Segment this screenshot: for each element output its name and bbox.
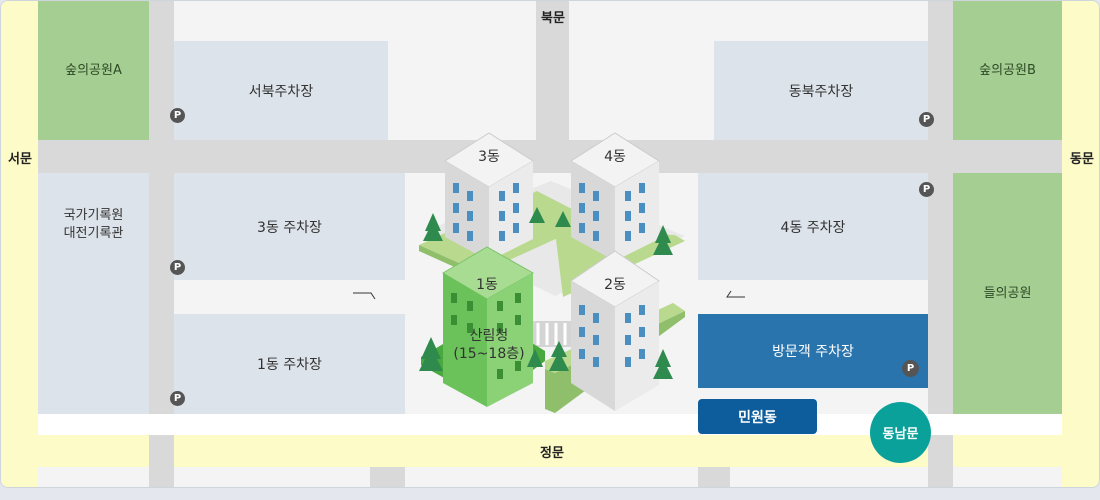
building-4-label: 4동 bbox=[604, 149, 626, 165]
civil-building-label: 민원동 bbox=[738, 409, 777, 426]
parking-bldg3-label: 3동 주차장 bbox=[257, 219, 322, 236]
parking-icon-letter: P bbox=[173, 393, 182, 404]
park-forest-b[interactable]: 숲의공원B bbox=[953, 1, 1062, 140]
road-south-stub-2 bbox=[698, 467, 730, 487]
parking-northwest-label: 서북주차장 bbox=[248, 83, 314, 100]
building-1-label: 1동 bbox=[476, 277, 498, 293]
parking-bldg1-label: 1동 주차장 bbox=[257, 357, 322, 373]
gate-north[interactable]: 북문 bbox=[541, 11, 565, 26]
building-complex bbox=[419, 132, 685, 413]
parking-northwest[interactable]: 서북주차장 bbox=[174, 41, 388, 140]
park-field-label: 들의공원 bbox=[983, 285, 1032, 301]
civil-building-button[interactable]: 민원동 bbox=[698, 399, 817, 434]
parking-bldg3[interactable]: 3동 주차장 bbox=[174, 173, 405, 280]
parking-northeast[interactable]: 동북주차장 bbox=[714, 41, 928, 140]
park-field[interactable]: 들의공원 bbox=[953, 173, 1062, 414]
building-2-label: 2동 bbox=[604, 277, 626, 293]
park-forest-b-label: 숲의공원B bbox=[979, 62, 1036, 78]
entry-arrow-icon bbox=[353, 292, 376, 300]
parking-icon: P bbox=[919, 182, 934, 197]
tree-icon bbox=[419, 207, 673, 379]
parking-icon-letter: P bbox=[173, 262, 182, 273]
road-vertical-east bbox=[928, 1, 953, 487]
parking-bldg4-label: 4동 주차장 bbox=[780, 219, 846, 236]
campus-map: 숲의공원A 숲의공원B 들의공원 국가기록원 대전기록관 서북주차장 동북주차장… bbox=[0, 0, 1100, 488]
national-archive-label: 국가기록원 대전기록관 bbox=[63, 208, 124, 241]
building-3-label: 3동 bbox=[478, 149, 500, 165]
east-perimeter bbox=[1062, 1, 1099, 487]
parking-northeast-label: 동북주차장 bbox=[788, 83, 854, 100]
road-vertical-west bbox=[149, 1, 174, 487]
parking-icon: P bbox=[902, 360, 919, 377]
parking-icon: P bbox=[170, 108, 185, 123]
park-forest-a[interactable]: 숲의공원A bbox=[38, 1, 149, 140]
forest-service-label: 산림청 (15~18층) bbox=[453, 328, 525, 362]
parking-icon: P bbox=[919, 112, 934, 127]
gate-east[interactable]: 동문 bbox=[1070, 152, 1094, 167]
parking-bldg4[interactable]: 4동 주차장 bbox=[698, 173, 928, 280]
west-perimeter bbox=[1, 1, 38, 487]
gate-southeast-button[interactable]: 동남문 bbox=[870, 402, 931, 463]
parking-icon-letter: P bbox=[906, 363, 915, 374]
parking-visitor-label: 방문객 주차장 bbox=[772, 344, 854, 360]
parking-icon: P bbox=[170, 260, 185, 275]
parking-icon-letter: P bbox=[922, 184, 931, 195]
parking-visitor[interactable]: 방문객 주차장 bbox=[698, 314, 928, 388]
national-archive[interactable]: 국가기록원 대전기록관 bbox=[38, 173, 149, 414]
building-4[interactable] bbox=[570, 132, 660, 261]
parking-icon-letter: P bbox=[173, 110, 182, 121]
building-2[interactable] bbox=[570, 250, 660, 411]
gate-southeast-label: 동남문 bbox=[882, 427, 919, 442]
building-1[interactable] bbox=[421, 246, 545, 407]
gate-west[interactable]: 서문 bbox=[8, 152, 32, 167]
park-forest-a-label: 숲의공원A bbox=[65, 62, 122, 78]
road-vertical-north bbox=[536, 1, 569, 171]
parking-icon: P bbox=[170, 391, 185, 406]
entry-arrow-icon bbox=[726, 290, 745, 298]
road-south-stub-1 bbox=[370, 467, 405, 487]
gate-main[interactable]: 정문 bbox=[540, 446, 564, 461]
building-3[interactable] bbox=[444, 132, 534, 261]
parking-bldg1[interactable]: 1동 주차장 bbox=[174, 314, 405, 414]
parking-icon-letter: P bbox=[922, 114, 931, 125]
